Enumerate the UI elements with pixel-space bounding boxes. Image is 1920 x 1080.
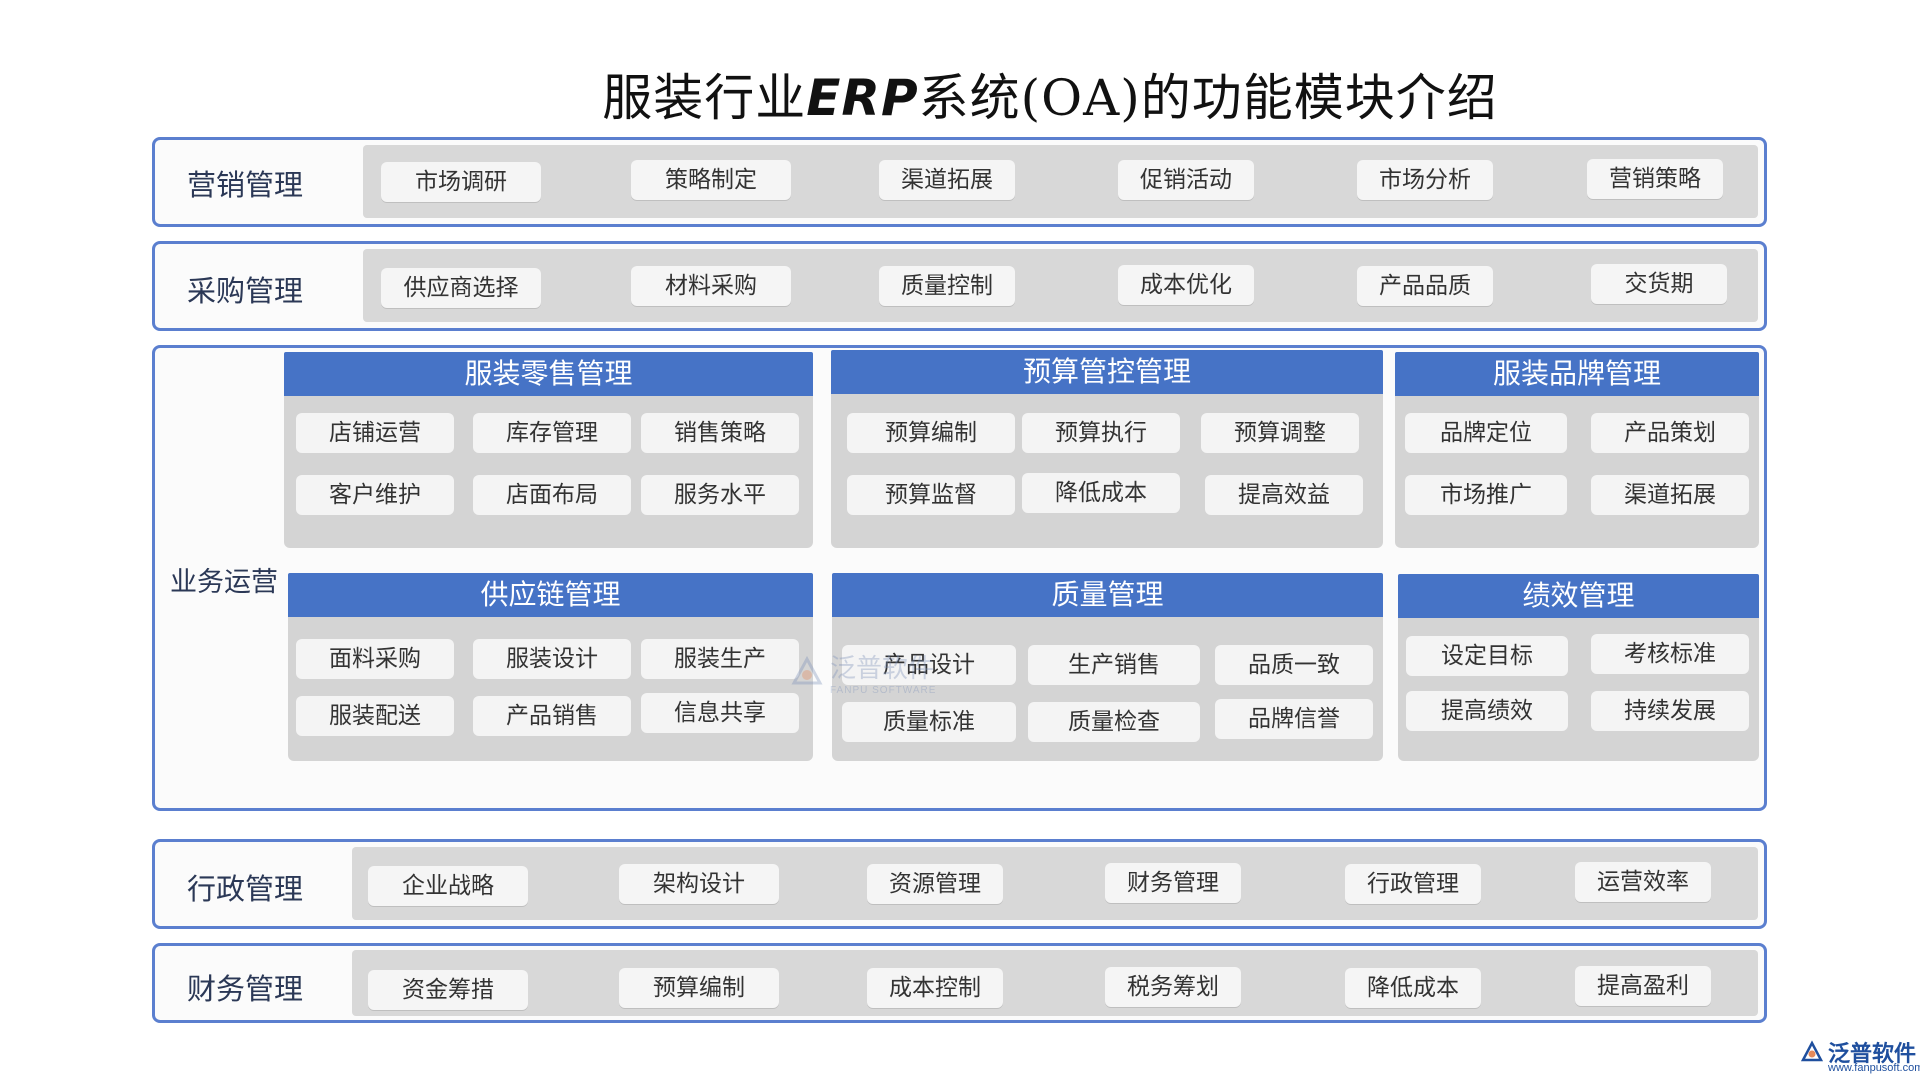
watermark-sub: FANPU SOFTWARE xyxy=(830,685,937,696)
item-strip xyxy=(363,145,1758,218)
item-chip: 企业战略 xyxy=(368,866,528,906)
module-item: 预算监督 xyxy=(847,475,1015,515)
purchase-panel: 采购管理 供应商选择 材料采购 质量控制 成本优化 产品品质 交货期 xyxy=(152,241,1767,331)
item-chip: 促销活动 xyxy=(1118,160,1254,200)
module-item: 预算执行 xyxy=(1022,413,1180,453)
module-item: 产品设计 xyxy=(842,645,1016,685)
module-item: 质量检查 xyxy=(1028,702,1200,742)
logo-name: 泛普软件 xyxy=(1828,1041,1917,1066)
item-chip: 营销策略 xyxy=(1587,159,1723,199)
item-chip: 供应商选择 xyxy=(381,268,541,308)
module-title: 绩效管理 xyxy=(1398,574,1759,618)
item-chip: 产品品质 xyxy=(1357,266,1493,306)
module-item: 品牌定位 xyxy=(1405,413,1567,453)
module-item: 市场推广 xyxy=(1405,475,1567,515)
module-item: 品牌信誉 xyxy=(1215,699,1373,739)
title-erp: ERP xyxy=(806,69,919,127)
module-retail: 服装零售管理 店铺运营 库存管理 销售策略 客户维护 店面布局 服务水平 xyxy=(284,352,813,548)
module-item: 生产销售 xyxy=(1028,645,1200,685)
module-item: 降低成本 xyxy=(1022,473,1180,513)
module-item: 渠道拓展 xyxy=(1591,475,1749,515)
item-chip: 成本优化 xyxy=(1118,265,1254,305)
item-chip: 提高盈利 xyxy=(1575,966,1711,1006)
module-item: 设定目标 xyxy=(1406,636,1568,676)
module-item: 产品策划 xyxy=(1591,413,1749,453)
module-item: 品质一致 xyxy=(1215,645,1373,685)
module-item: 提高效益 xyxy=(1205,475,1363,515)
logo-url: www.fanpusoft.com xyxy=(1828,1062,1920,1074)
module-item: 销售策略 xyxy=(641,413,799,453)
module-item: 服装配送 xyxy=(296,696,454,736)
item-chip: 策略制定 xyxy=(631,160,791,200)
title-part: 系统(OA)的功能模块介绍 xyxy=(918,69,1498,127)
brand-logo[interactable]: 泛普软件 www.fanpusoft.com xyxy=(1800,1036,1920,1074)
module-item: 库存管理 xyxy=(473,413,631,453)
item-chip: 渠道拓展 xyxy=(879,160,1015,200)
module-budget: 预算管控管理 预算编制 预算执行 预算调整 预算监督 降低成本 提高效益 xyxy=(831,350,1383,548)
module-performance: 绩效管理 设定目标 考核标准 提高绩效 持续发展 xyxy=(1398,574,1759,761)
item-strip xyxy=(352,847,1758,920)
item-chip: 运营效率 xyxy=(1575,862,1711,902)
module-item: 产品销售 xyxy=(473,696,631,736)
panel-label: 业务运营 xyxy=(170,567,278,598)
module-item: 客户维护 xyxy=(296,475,454,515)
item-chip: 行政管理 xyxy=(1345,864,1481,904)
module-item: 预算编制 xyxy=(847,413,1015,453)
item-chip: 材料采购 xyxy=(631,266,791,306)
fanpu-logo-icon xyxy=(791,655,823,685)
watermark: 泛普软件 FANPU SOFTWARE xyxy=(790,648,936,696)
item-chip: 质量控制 xyxy=(879,266,1015,306)
panel-label: 行政管理 xyxy=(187,872,304,906)
item-chip: 税务筹划 xyxy=(1105,967,1241,1007)
module-brand: 服装品牌管理 品牌定位 产品策划 市场推广 渠道拓展 xyxy=(1395,352,1759,548)
module-title: 供应链管理 xyxy=(288,573,813,617)
panel-label: 财务管理 xyxy=(187,972,304,1006)
item-chip: 市场调研 xyxy=(381,162,541,202)
item-chip: 资金筹措 xyxy=(368,970,528,1010)
admin-panel: 行政管理 企业战略 架构设计 资源管理 财务管理 行政管理 运营效率 xyxy=(152,839,1767,929)
page-title: 服装行业ERP系统(OA)的功能模块介绍 xyxy=(0,58,1920,130)
item-chip: 降低成本 xyxy=(1345,968,1481,1008)
item-chip: 预算编制 xyxy=(619,968,779,1008)
item-chip: 成本控制 xyxy=(867,968,1003,1008)
module-item: 店铺运营 xyxy=(296,413,454,453)
panel-label: 营销管理 xyxy=(187,168,304,202)
module-quality: 质量管理 产品设计 生产销售 品质一致 质量标准 质量检查 品牌信誉 xyxy=(832,573,1383,761)
module-item: 服装生产 xyxy=(641,639,799,679)
fanpu-logo-icon xyxy=(1800,1040,1824,1062)
module-title: 服装品牌管理 xyxy=(1395,352,1759,396)
item-strip xyxy=(352,950,1758,1016)
panel-label: 采购管理 xyxy=(187,274,304,308)
marketing-panel: 营销管理 市场调研 策略制定 渠道拓展 促销活动 市场分析 营销策略 xyxy=(152,137,1767,227)
item-chip: 财务管理 xyxy=(1105,863,1241,903)
watermark-text: 泛普软件 xyxy=(830,653,935,683)
title-part: 服装行业 xyxy=(602,69,807,127)
module-item: 考核标准 xyxy=(1591,634,1749,674)
finance-panel: 财务管理 资金筹措 预算编制 成本控制 税务筹划 降低成本 提高盈利 xyxy=(152,943,1767,1023)
item-chip: 交货期 xyxy=(1591,264,1727,304)
item-strip xyxy=(363,249,1758,322)
item-chip: 架构设计 xyxy=(619,864,779,904)
module-title: 质量管理 xyxy=(832,573,1383,617)
module-title: 服装零售管理 xyxy=(284,352,813,396)
module-supply-chain: 供应链管理 面料采购 服装设计 服装生产 服装配送 产品销售 信息共享 xyxy=(288,573,813,761)
module-item: 服务水平 xyxy=(641,475,799,515)
item-chip: 市场分析 xyxy=(1357,160,1493,200)
item-chip: 资源管理 xyxy=(867,864,1003,904)
module-item: 店面布局 xyxy=(473,475,631,515)
module-item: 服装设计 xyxy=(473,639,631,679)
module-item: 信息共享 xyxy=(641,693,799,733)
module-item: 预算调整 xyxy=(1201,413,1359,453)
module-item: 提高绩效 xyxy=(1406,691,1568,731)
module-item: 面料采购 xyxy=(296,639,454,679)
module-title: 预算管控管理 xyxy=(831,350,1383,394)
module-item: 质量标准 xyxy=(842,702,1016,742)
module-item: 持续发展 xyxy=(1591,691,1749,731)
